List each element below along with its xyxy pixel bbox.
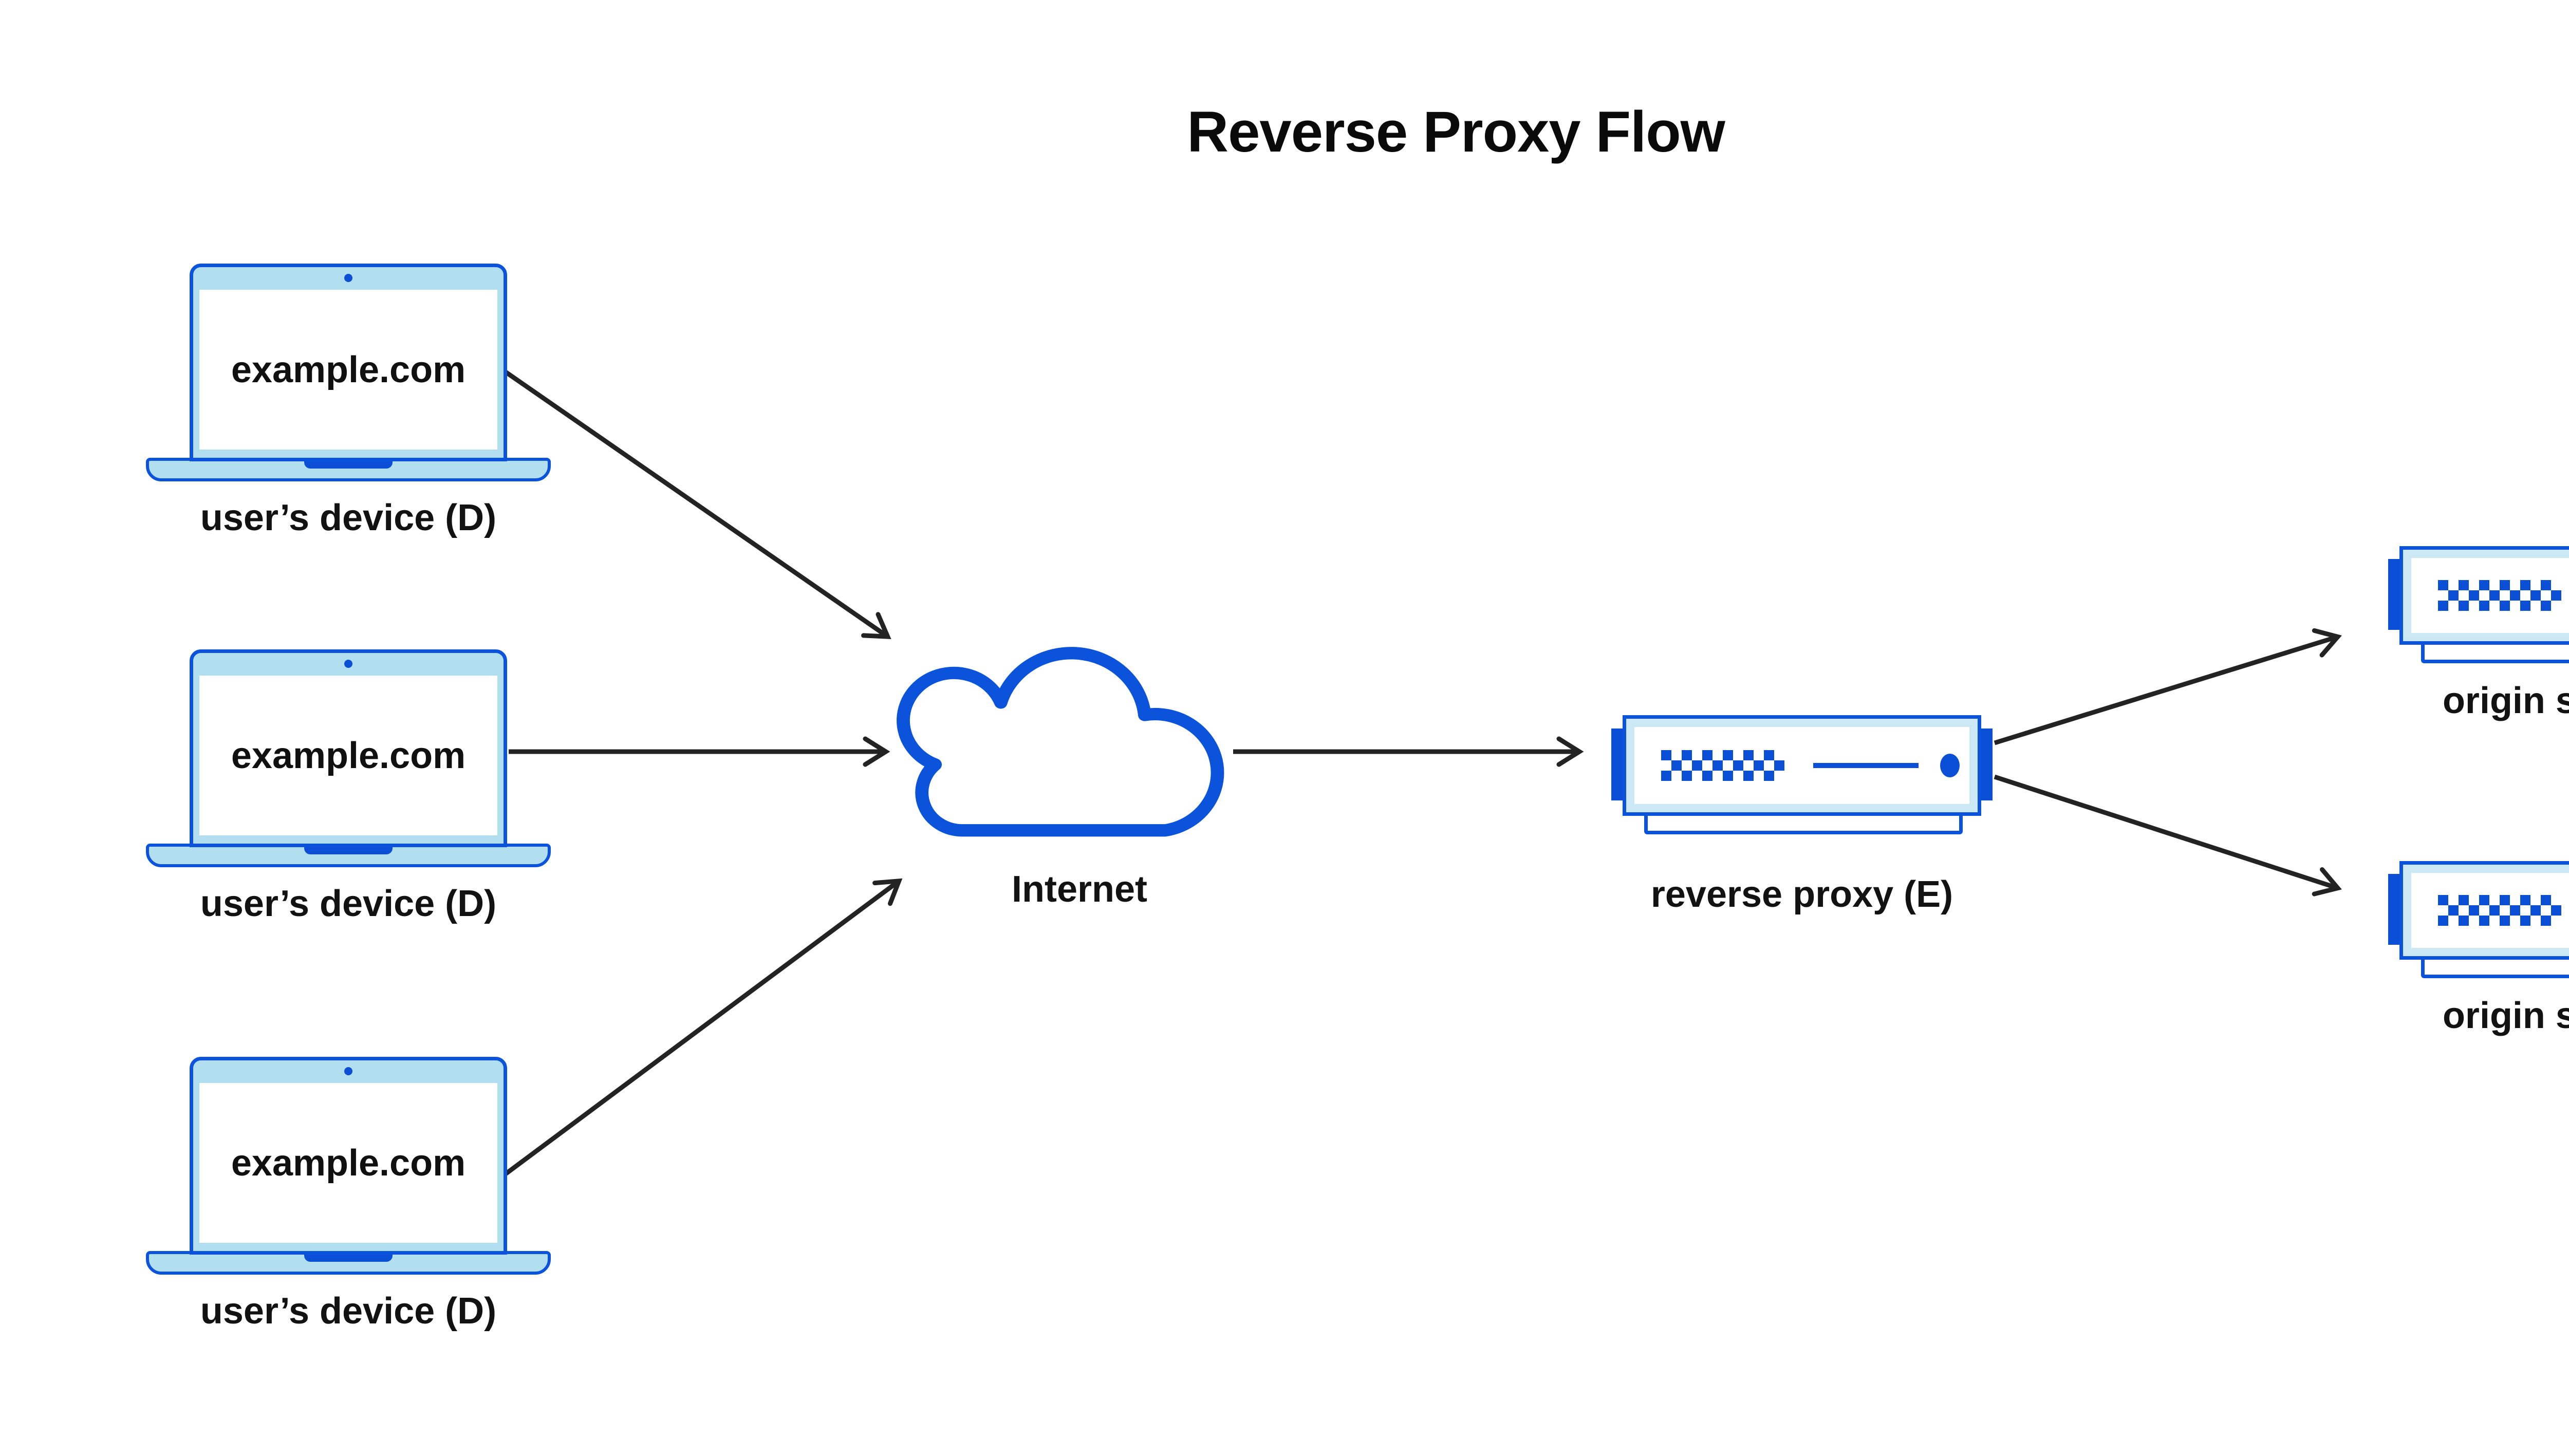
user-device-node-3: example.com user’s device (D): [146, 1057, 551, 1332]
device-screen-url: example.com: [199, 1083, 497, 1243]
arrow-device1-to-internet: [504, 370, 891, 639]
server-vents-grid-icon: [2438, 580, 2561, 611]
laptop-base-notch: [304, 846, 393, 854]
camera-dot-icon: [344, 660, 352, 668]
device-screen-url: example.com: [199, 676, 497, 835]
server-slot-line-icon: [1813, 763, 1919, 768]
device-screen-url: example.com: [199, 290, 497, 450]
server-front-panel: [2411, 558, 2569, 633]
origin-server-label: origin server (F): [2442, 995, 2569, 1036]
user-device-node-2: example.com user’s device (D): [146, 649, 551, 925]
server-icon: [1611, 715, 1993, 834]
server-chassis: [2399, 861, 2569, 960]
server-chassis: [2399, 546, 2569, 645]
server-led-dot-icon: [1940, 754, 1960, 777]
user-device-node-1: example.com user’s device (D): [146, 264, 551, 539]
device-label: user’s device (D): [200, 883, 497, 924]
laptop-base-notch: [304, 1254, 393, 1262]
laptop-icon: example.com: [190, 649, 507, 847]
internet-cloud-icon: [897, 647, 1224, 837]
device-label: user’s device (D): [200, 1291, 497, 1332]
server-vents-grid-icon: [1661, 750, 1784, 781]
camera-dot-icon: [344, 274, 352, 282]
server-front-panel: [2411, 873, 2569, 948]
origin-server-node-1: origin server (F): [2388, 546, 2569, 722]
reverse-proxy-label: reverse proxy (E): [1650, 874, 1953, 915]
internet-label: Internet: [1011, 869, 1148, 910]
diagram-title: Reverse Proxy Flow: [1187, 100, 1725, 164]
server-chassis: [1623, 715, 1981, 816]
server-icon: [2388, 546, 2569, 663]
origin-server-node-2: origin server (F): [2388, 861, 2569, 1037]
laptop-base-notch: [304, 460, 393, 469]
arrow-proxy-to-origin1: [1994, 628, 2342, 745]
laptop-icon: example.com: [190, 1057, 507, 1255]
arrow-device3-to-internet: [504, 878, 903, 1176]
laptop-icon: example.com: [190, 264, 507, 461]
reverse-proxy-node: reverse proxy (E): [1611, 715, 1993, 916]
arrow-proxy-to-origin2: [1994, 774, 2342, 897]
server-icon: [2388, 861, 2569, 978]
device-label: user’s device (D): [200, 497, 497, 538]
server-front-panel: [1634, 727, 1969, 804]
origin-server-label: origin server (F): [2442, 680, 2569, 721]
server-vents-grid-icon: [2438, 895, 2561, 926]
camera-dot-icon: [344, 1067, 352, 1075]
